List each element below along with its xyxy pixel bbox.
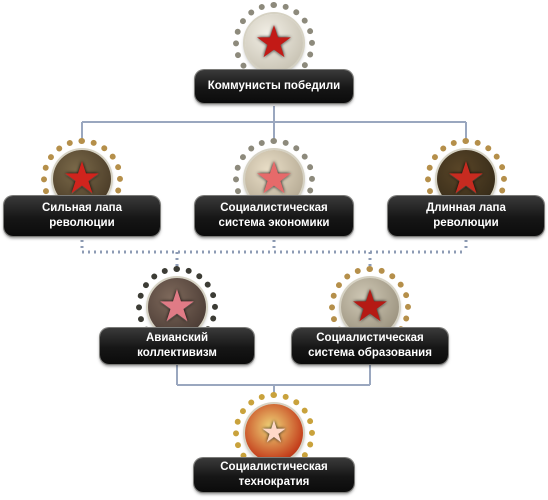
focus-label: Социалистическая система образования (292, 328, 448, 364)
focus-label: Коммунисты победили (195, 70, 353, 103)
focus-label: Социалистическая технократия (194, 458, 354, 492)
focus-node-socialist-economy[interactable]: ★ Социалистическая система экономики (195, 138, 353, 242)
focus-label: Сильная лапа революции (4, 196, 160, 236)
focus-node-education[interactable]: ★ Социалистическая система образования (292, 266, 448, 366)
focus-node-strong-paw[interactable]: ★ Сильная лапа революции (4, 138, 160, 242)
focus-node-aviation[interactable]: ★ Авианский коллективизм (100, 266, 254, 366)
focus-label: Авианский коллективизм (100, 328, 254, 364)
focus-node-technocracy[interactable]: ★ Социалистическая технократия (194, 392, 354, 496)
focus-label: Социалистическая система экономики (195, 196, 353, 236)
star-thorn-wreath-medal-icon: ★ (136, 266, 218, 348)
focus-label: Длинная лапа революции (388, 196, 544, 236)
focus-node-communists-won[interactable]: ★ Коммунисты победили (194, 0, 354, 106)
focus-node-long-paw[interactable]: ★ Длинная лапа революции (388, 138, 544, 242)
